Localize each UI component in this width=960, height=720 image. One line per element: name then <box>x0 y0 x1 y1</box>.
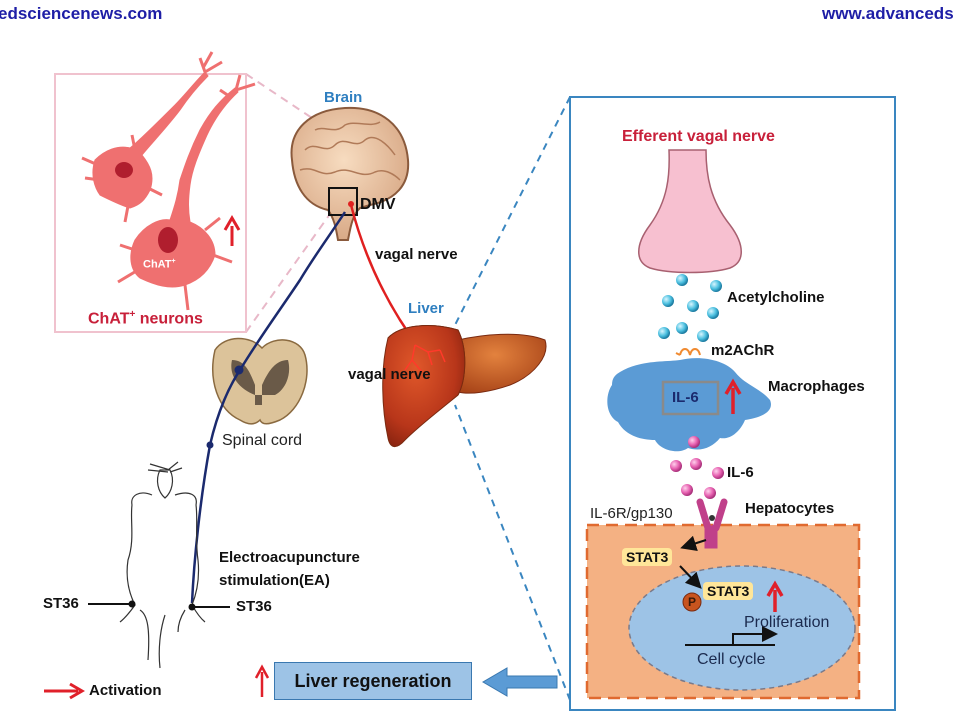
chat-neuron-small <box>81 51 223 223</box>
vagal-nerve-label-liver: vagal nerve <box>348 366 431 383</box>
m2achr-label: m2AChR <box>711 342 775 359</box>
rat-illustration <box>119 461 206 669</box>
neuron-caption-sup: + <box>129 309 136 320</box>
dmv-label: DMV <box>360 196 396 213</box>
phospho-label: P <box>688 595 697 609</box>
liver-label: Liver <box>408 300 444 317</box>
header-url-right[interactable]: www.advanceds <box>822 4 954 23</box>
acetylcholine-label: Acetylcholine <box>727 289 825 306</box>
stat3-nuclear: STAT3 <box>703 582 754 600</box>
legend-activation-arrow-icon <box>44 682 85 700</box>
liver-illustration <box>382 325 547 447</box>
stat3-cytoplasmic: STAT3 <box>622 548 673 566</box>
regeneration-up-arrow-icon <box>254 664 270 697</box>
neuron-caption-text: ChAT <box>88 310 130 328</box>
st36-left-label: ST36 <box>43 595 79 612</box>
arrow-stat3-translocation <box>679 565 702 589</box>
ea-label-line1: Electroacupuncture <box>219 549 360 566</box>
neuron-cell-label-sup: + <box>171 258 176 265</box>
proliferation-up-arrow-icon <box>766 580 784 612</box>
ea-label-line2: stimulation(EA) <box>219 572 330 589</box>
vagal-nerve-label-upper: vagal nerve <box>375 246 458 263</box>
il6-box-label: IL-6 <box>672 389 699 406</box>
m2achr-receptor-icon <box>675 348 701 356</box>
cell-cycle-gene-icon <box>685 626 778 646</box>
st36-right-label: ST36 <box>236 598 272 615</box>
phospho-marker <box>682 592 702 612</box>
outcome-arrow-icon <box>482 667 558 697</box>
neuron-cell-label: ChAT+ <box>143 258 176 271</box>
chat-neuron-large <box>117 74 256 311</box>
macrophages-label: Macrophages <box>768 378 865 395</box>
afferent-pathway <box>190 211 347 604</box>
legend-activation-label: Activation <box>89 682 162 699</box>
efferent-vagal-pathway <box>349 204 417 346</box>
acetylcholine-molecules <box>658 274 722 342</box>
spinal-cord-illustration <box>212 337 308 425</box>
hepatocytes-label: Hepatocytes <box>745 500 835 517</box>
header-url-left[interactable]: edsciencenews.com <box>0 4 163 23</box>
il6r-gp130-receptor-icon <box>696 498 728 549</box>
brain-illustration <box>290 106 410 241</box>
spinal-cord-label: Spinal cord <box>222 432 303 449</box>
neuron-caption-rest: neurons <box>135 310 203 328</box>
st36-markers <box>88 600 230 611</box>
il6r-gp130-label: IL-6R/gp130 <box>590 505 673 522</box>
il6-box <box>661 380 720 416</box>
il6-up-arrow-icon <box>724 378 742 414</box>
cell-cycle-label: Cell cycle <box>697 651 766 668</box>
il6-molecules <box>670 436 724 499</box>
liver-regeneration-label: Liver regeneration <box>294 670 452 691</box>
liver-regeneration-box: Liver regeneration <box>274 662 472 700</box>
neuron-up-arrow-icon <box>223 215 241 246</box>
proliferation-label: Proliferation <box>744 614 830 631</box>
brain-label: Brain <box>324 89 363 106</box>
il6-secreted-label: IL-6 <box>727 464 754 481</box>
liver-zoom-lines <box>454 96 571 701</box>
neuron-cell-label-text: ChAT <box>143 258 172 271</box>
macrophage-cell <box>607 358 771 452</box>
nerve-terminal <box>638 149 742 274</box>
neuron-caption: ChAT+ neurons <box>88 309 203 328</box>
arrow-receptor-to-stat3 <box>680 535 707 551</box>
efferent-vagal-nerve-title: Efferent vagal nerve <box>622 128 775 145</box>
